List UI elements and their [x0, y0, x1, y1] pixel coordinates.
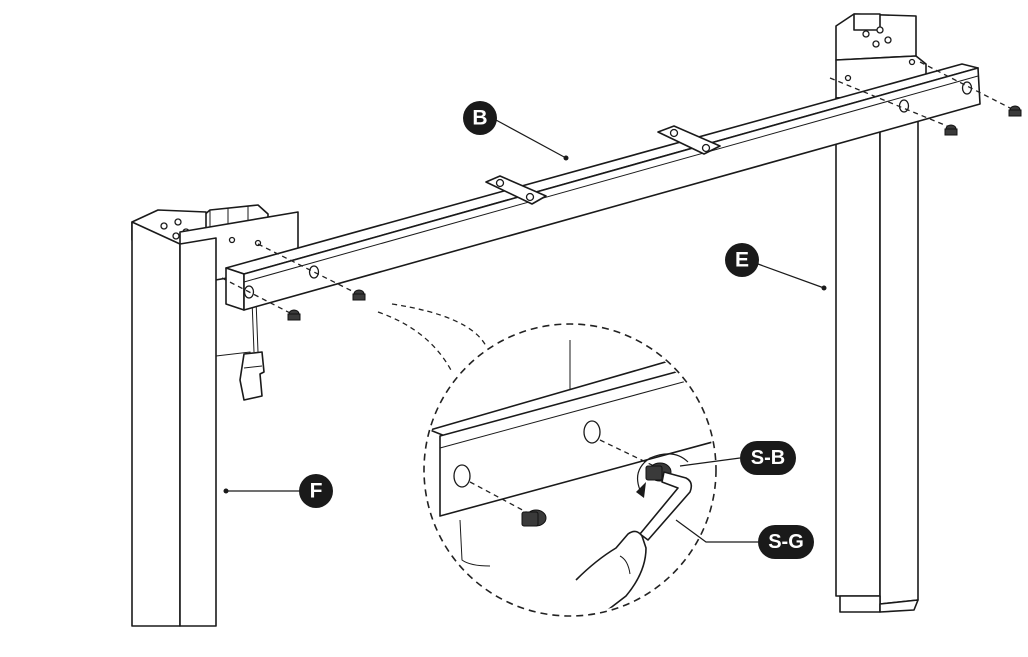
rotation-arrow-icon	[637, 453, 689, 491]
label-e: E	[725, 243, 827, 291]
beam-front-face	[225, 267, 245, 311]
left-leg-column	[131, 221, 181, 627]
tightening-screw-icon	[645, 462, 672, 482]
screw-icon	[352, 289, 366, 301]
label-f: F	[223, 474, 333, 508]
label-f-text: F	[310, 480, 323, 503]
motor-cable	[251, 299, 259, 353]
screw-icon	[944, 124, 958, 136]
label-s-b-text: S-B	[751, 447, 785, 469]
label-s-g: S-G	[675, 519, 814, 559]
label-s-g-text: S-G	[768, 531, 804, 553]
detail-screw-icon	[521, 509, 547, 527]
screw-icon	[1008, 105, 1022, 117]
label-s-b: S-B	[679, 441, 796, 475]
label-b-text: B	[472, 107, 487, 130]
screws-main	[221, 61, 1022, 321]
hand-icon	[575, 530, 647, 614]
crossbeam	[225, 63, 981, 311]
detail-callout	[377, 303, 717, 617]
power-plug	[239, 351, 265, 401]
screw-icon	[287, 309, 301, 321]
right-leg-foot	[839, 595, 881, 613]
right-leg-column	[835, 95, 881, 597]
detail-beam-front	[439, 359, 714, 517]
hex-key-icon	[639, 471, 693, 541]
label-b: B	[463, 101, 569, 161]
label-e-text: E	[735, 249, 749, 272]
